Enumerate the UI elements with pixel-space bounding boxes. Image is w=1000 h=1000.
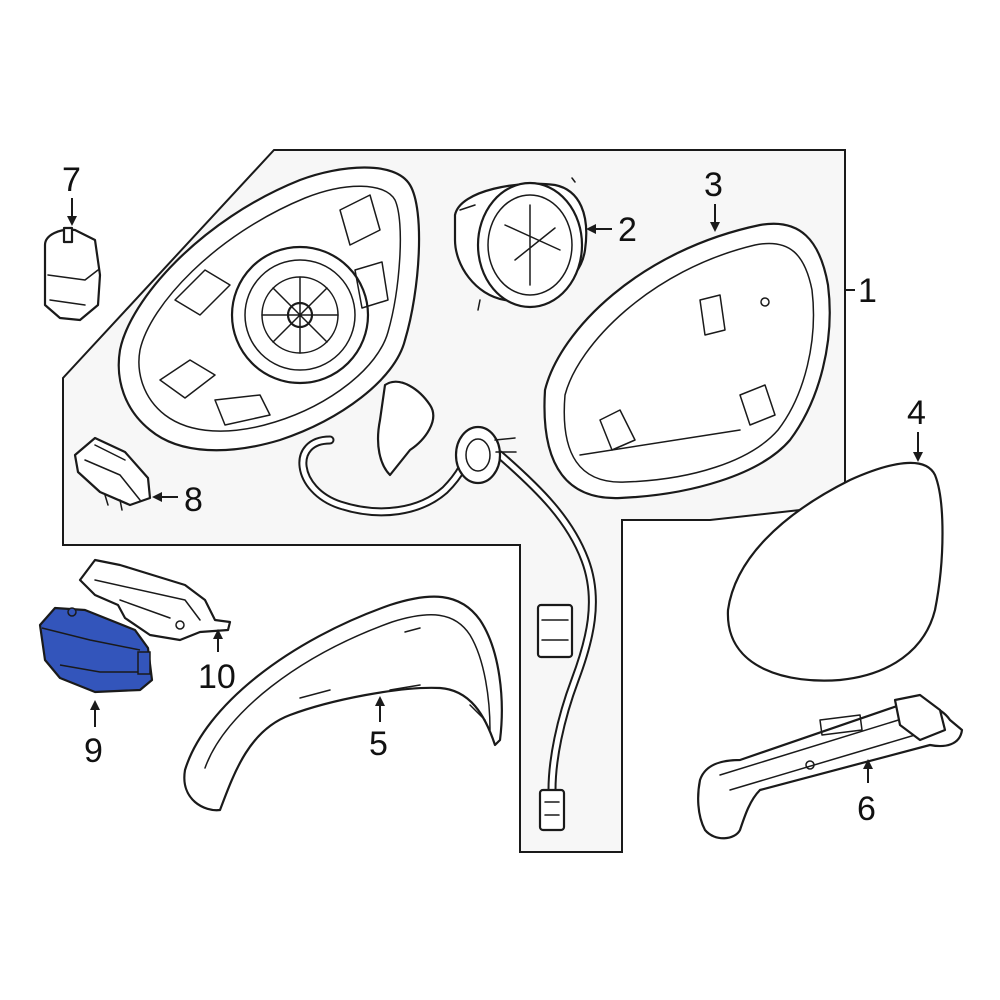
callout-3: 3 bbox=[704, 166, 723, 204]
callout-9: 9 bbox=[84, 732, 103, 770]
sensor-module-8[interactable] bbox=[73, 436, 152, 511]
wiring-harness[interactable] bbox=[298, 425, 597, 832]
mirror-glass[interactable] bbox=[726, 461, 944, 682]
callout-1: 1 bbox=[858, 272, 877, 310]
highlighted-module-9[interactable] bbox=[38, 606, 154, 694]
callout-10: 10 bbox=[198, 658, 236, 696]
callout-6: 6 bbox=[857, 790, 876, 828]
callout-2: 2 bbox=[618, 211, 637, 249]
bracket[interactable] bbox=[78, 558, 232, 642]
leader-lines bbox=[67, 198, 923, 783]
callout-4: 4 bbox=[907, 394, 926, 432]
turn-signal-lamp[interactable] bbox=[697, 693, 964, 840]
callout-7: 7 bbox=[62, 161, 81, 199]
mirror-glass-holder[interactable] bbox=[543, 222, 831, 500]
mirror-cover-cap[interactable] bbox=[183, 595, 503, 812]
mirror-motor[interactable] bbox=[453, 177, 588, 311]
callout-8: 8 bbox=[184, 481, 203, 519]
mirror-housing[interactable] bbox=[117, 166, 435, 477]
callout-5: 5 bbox=[369, 725, 388, 763]
sensor-module-7[interactable] bbox=[43, 226, 102, 322]
